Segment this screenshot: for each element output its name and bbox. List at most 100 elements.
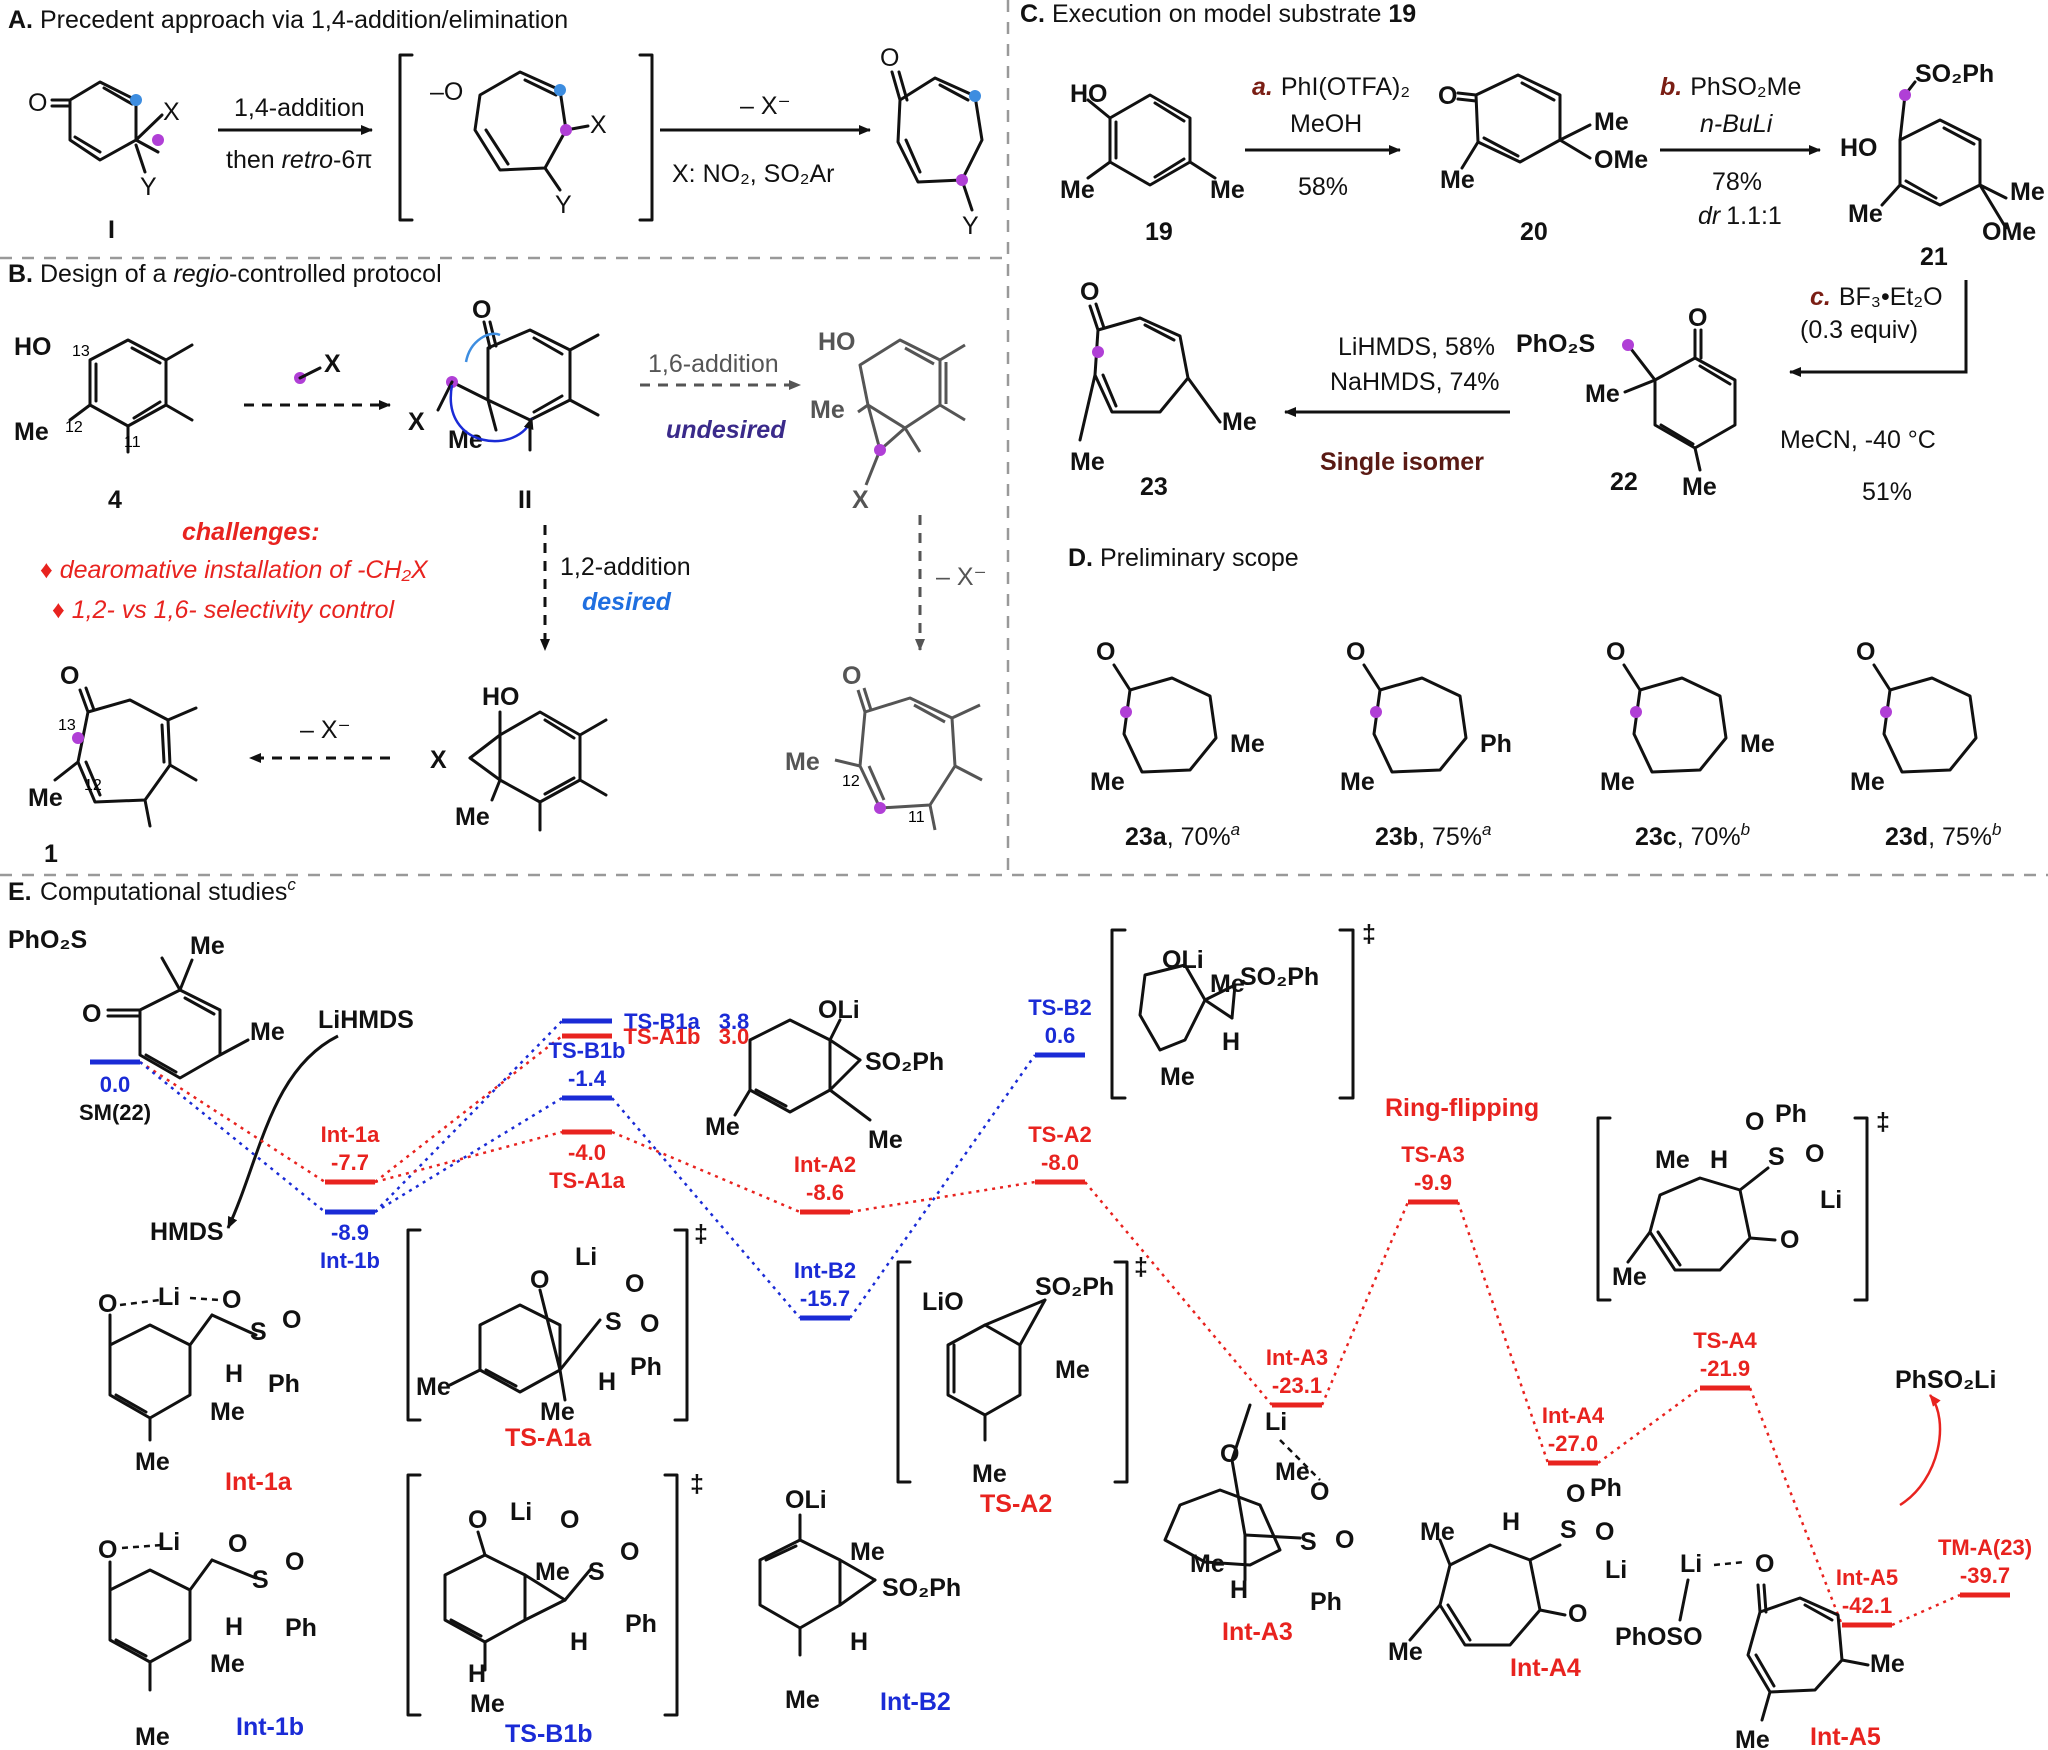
connector-int-1a-to-ts-a1a — [374, 1130, 563, 1184]
scope-atom-Me: Me — [1600, 768, 1635, 796]
intb2-me: Me — [850, 1538, 885, 1566]
cond-a-bottom-post: -6π — [333, 146, 372, 174]
tsa2-me2: Me — [972, 1460, 1007, 1488]
inta2-so2ph: SO₂Ph — [865, 1048, 944, 1076]
int1b-name: Int-1b — [236, 1713, 304, 1741]
step-c: c.BF₃•Et₂O — [1810, 283, 1943, 311]
scope-label-yield: , 70% — [1167, 823, 1231, 851]
level-energy-int-a5: -42.1 — [1842, 1593, 1892, 1618]
panel-e-title: Computational studiesc — [40, 875, 296, 906]
challenge-1: ♦ dearomative installation of -CH₂X — [40, 556, 429, 584]
open-intermediate-structure: –O X Y — [430, 70, 607, 219]
int1a-ph: Ph — [268, 1370, 300, 1398]
scope-carbonyl — [1112, 663, 1132, 692]
inta5-me2: Me — [1735, 1726, 1770, 1750]
inta4-structure: Me H S O Ph O Li O Me — [1388, 1474, 1627, 1666]
scope-atom-Me: Me — [1850, 768, 1885, 796]
level-name-tm-a-23: TM-A(23) — [1938, 1535, 2032, 1560]
b-title-ital: regio — [173, 260, 229, 288]
atom-Me-1: Me — [28, 784, 63, 812]
b-title-post: -controlled protocol — [229, 260, 442, 288]
inta5-o: O — [1755, 1550, 1774, 1578]
tsa1a-bracket-r — [673, 1228, 689, 1422]
int1b-structure: O Li O S O Ph H Me Me — [98, 1528, 317, 1750]
tsa2-name: TS-A2 — [980, 1490, 1052, 1518]
scope-ring — [1122, 676, 1218, 774]
atom-Me-22b: Me — [1682, 473, 1717, 501]
tsa2-bracket-l — [896, 1260, 912, 1484]
scope-marker-dot — [1120, 706, 1132, 718]
hmds-label: HMDS — [150, 1218, 224, 1246]
tsa4-me2: Me — [1612, 1263, 1647, 1291]
level-name-int-1a: Int-1a — [321, 1122, 380, 1147]
int1b-o2: O — [228, 1530, 247, 1558]
tsb1b-me2: Me — [470, 1690, 505, 1718]
inta5-me: Me — [1870, 1650, 1905, 1678]
compound-II-label: II — [518, 486, 532, 514]
step-d-line1: LiHMDS, 58% — [1338, 333, 1495, 361]
hmds-arrow — [226, 1034, 339, 1229]
scope-label-sup: b — [1992, 820, 2001, 839]
atom-Me-21a: Me — [1848, 200, 1883, 228]
num-13-1: 13 — [58, 717, 76, 734]
tsb2-so2ph: SO₂Ph — [1240, 963, 1319, 991]
atom-Me-23a: Me — [1222, 408, 1257, 436]
cpd-23: 23 — [1140, 473, 1168, 501]
cond-a-bottom-pre: then — [226, 146, 282, 174]
atom-Y-3: Y — [962, 212, 979, 240]
tsb2-structure: OLi Me SO₂Ph H Me — [1138, 946, 1319, 1091]
level-energy-int-1a: -7.7 — [331, 1150, 369, 1175]
compound-19-structure: HO Me Me — [1060, 80, 1245, 204]
cond-a-loss: – X⁻ — [740, 92, 791, 120]
level-energy-ts-a1b: 3.0 — [719, 1024, 750, 1049]
tsa4-o3: O — [1780, 1226, 1799, 1254]
level-name-ts-a3: TS-A3 — [1401, 1142, 1465, 1167]
scope-ring — [1372, 676, 1468, 774]
atom-Me-sm1: Me — [190, 932, 225, 960]
connector-int-a5-to-tm — [1891, 1593, 1961, 1627]
inta2-structure: OLi SO₂Ph Me Me — [705, 996, 944, 1154]
tropone-product-a: O Y — [880, 44, 984, 240]
level-energy-int-a3: -23.1 — [1272, 1373, 1322, 1398]
level-name-ts-b1b: TS-B1b — [549, 1038, 626, 1063]
int1a-structure: O Li O S O Ph H Me Me — [98, 1283, 301, 1476]
tsa2-dagger: ‡ — [1134, 1253, 1148, 1281]
panel-c-title: Execution on model substrate 19 — [1052, 0, 1416, 28]
tsa4-bracket-l — [1596, 1116, 1612, 1302]
atom-Me-19b: Me — [1210, 176, 1245, 204]
atom-OMe-20: OMe — [1594, 146, 1648, 174]
connector-ts-a4-to-int-a5 — [1748, 1387, 1844, 1626]
level-energy-tm-a-23: -39.7 — [1960, 1563, 2010, 1588]
tsa1a-bracket-l — [406, 1228, 422, 1422]
tsa4-structure: Me H S O Ph O Li O Me — [1612, 1100, 1842, 1291]
cond-a-top: 1,4-addition — [234, 94, 365, 122]
tsb2-dagger: ‡ — [1362, 920, 1376, 948]
inta2-me2: Me — [705, 1113, 740, 1141]
int1a-me: Me — [210, 1398, 245, 1426]
scope-label-id: 23c — [1635, 823, 1677, 851]
inta3-o: O — [1220, 1440, 1239, 1468]
atom-Me-sm2: Me — [250, 1018, 285, 1046]
tsa1a-o: O — [530, 1266, 549, 1294]
step-c-equiv: (0.3 equiv) — [1800, 316, 1918, 344]
inta5-structure: Me Me — [1735, 1583, 1905, 1750]
int1a-o: O — [98, 1290, 117, 1318]
atom-O-II: O — [472, 296, 491, 324]
challenge-1-text: dearomative installation of -CH₂X — [60, 556, 429, 584]
intb2-structure: OLi Me SO₂Ph H Me — [758, 1486, 961, 1714]
atom-OMe-21: OMe — [1982, 218, 2036, 246]
scope-label-sup: b — [1741, 820, 1750, 839]
step-b-yield: 78% — [1712, 168, 1762, 196]
panel-a: A. Precedent approach via 1,4-addition/e… — [8, 6, 984, 244]
int1a-s: S — [250, 1318, 267, 1346]
inta3-name: Int-A3 — [1222, 1618, 1293, 1646]
atom-Me-21b: Me — [2010, 178, 2045, 206]
step-a-solvent: MeOH — [1290, 110, 1362, 138]
num-12-u: 12 — [842, 773, 860, 790]
tsa4-dagger: ‡ — [1876, 1108, 1890, 1136]
level-name-ts-b2: TS-B2 — [1028, 995, 1092, 1020]
level-name-int-a3: Int-A3 — [1266, 1345, 1328, 1370]
num-11: 11 — [124, 434, 141, 451]
loss-1: – X⁻ — [300, 716, 351, 744]
